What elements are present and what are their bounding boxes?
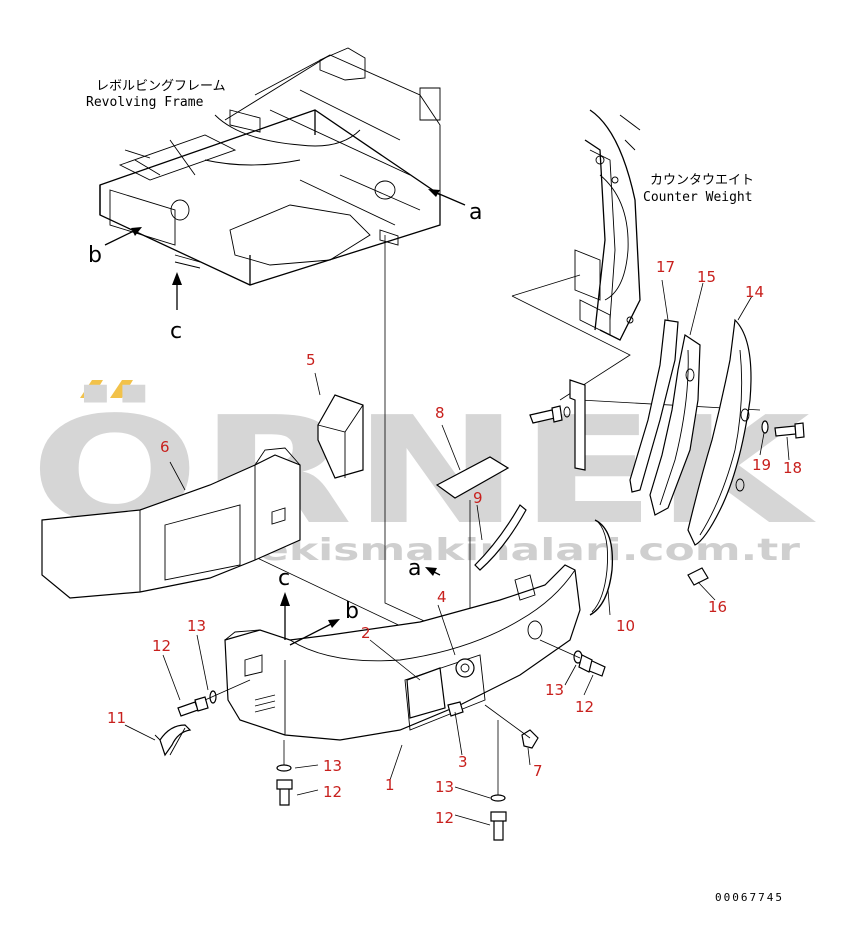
view-arrow-c-top: c [170, 272, 182, 344]
part-2-plate [406, 667, 446, 719]
watermark-accent-right [110, 380, 133, 398]
part-18-bolt [774, 422, 805, 439]
callout-12-bottom-right: 12 [435, 809, 454, 827]
part-9-strip [474, 504, 527, 571]
part-15-panel [649, 334, 701, 516]
revolving-frame-en-label: Revolving Frame [86, 95, 204, 110]
revolving-frame-jp-label: レボルビングフレーム [96, 79, 226, 94]
counter-weight-en-label: Counter Weight [643, 190, 753, 205]
callout-13-bottom-right: 13 [435, 778, 454, 796]
callout-1: 1 [385, 776, 395, 794]
callout-7: 7 [533, 762, 543, 780]
view-label-a-top: a [469, 200, 482, 225]
callout-5: 5 [306, 351, 316, 369]
callout-6: 6 [160, 438, 170, 456]
watermark-accent-left [80, 380, 103, 398]
revolving-frame-drawing [99, 47, 441, 286]
drawing-number: 00067745 [715, 891, 784, 904]
callout-14: 14 [745, 283, 764, 301]
part-19-washer [761, 420, 769, 434]
bracket-assembly [529, 379, 586, 471]
callout-12-left: 12 [152, 637, 171, 655]
bolt-right [539, 639, 606, 677]
callout-8: 8 [435, 404, 445, 422]
callout-12-right: 12 [575, 698, 594, 716]
part-10-strip [589, 519, 614, 616]
view-arrow-b-top: b [88, 227, 142, 268]
part-8-plate [435, 456, 510, 499]
bolt-left [177, 679, 251, 717]
callout-16: 16 [708, 598, 727, 616]
view-label-c-top: c [170, 319, 182, 344]
part-16-clip [687, 567, 709, 586]
callout-10: 10 [616, 617, 635, 635]
callout-9: 9 [473, 489, 483, 507]
part-5-block [317, 394, 364, 479]
callout-17: 17 [656, 258, 675, 276]
counter-weight-drawing [511, 109, 761, 411]
callout-13-left: 13 [187, 617, 206, 635]
view-label-a-bottom: a [408, 556, 421, 581]
part-4-cap [455, 658, 475, 678]
callout-15: 15 [697, 268, 716, 286]
alignment-line-6 [229, 544, 431, 641]
part-1-counterweight [224, 564, 581, 741]
view-arrow-a-top: a [428, 189, 482, 225]
view-label-b-top: b [88, 243, 102, 268]
view-label-b-bottom: b [345, 599, 359, 624]
part-7-bolt [484, 704, 539, 749]
view-arrow-a-bottom: a [408, 556, 441, 581]
part-14-panel [687, 318, 752, 546]
callout-2: 2 [361, 624, 371, 642]
view-arrow-c-bottom: c [278, 566, 290, 640]
callout-13-right: 13 [545, 681, 564, 699]
part-17-strip [629, 319, 679, 493]
callout-4: 4 [437, 588, 447, 606]
part-11-clip [154, 724, 192, 757]
callout-19: 19 [752, 456, 771, 474]
bolt-bottom-right [490, 720, 507, 841]
part-6-side-cover [41, 447, 301, 599]
callout-13-bottom-left: 13 [323, 757, 342, 775]
leader-lines [124, 279, 790, 826]
callout-18: 18 [783, 459, 802, 477]
bolt-bottom-left [276, 740, 293, 806]
callout-3: 3 [458, 753, 468, 771]
counter-weight-jp-label: カウンタウエイト [650, 173, 754, 188]
view-arrow-b-bottom: b [289, 599, 359, 646]
view-label-c-bottom: c [278, 566, 290, 591]
callout-12-bottom-left: 12 [323, 783, 342, 801]
callout-11: 11 [107, 709, 126, 727]
part-3-clip [447, 701, 464, 717]
